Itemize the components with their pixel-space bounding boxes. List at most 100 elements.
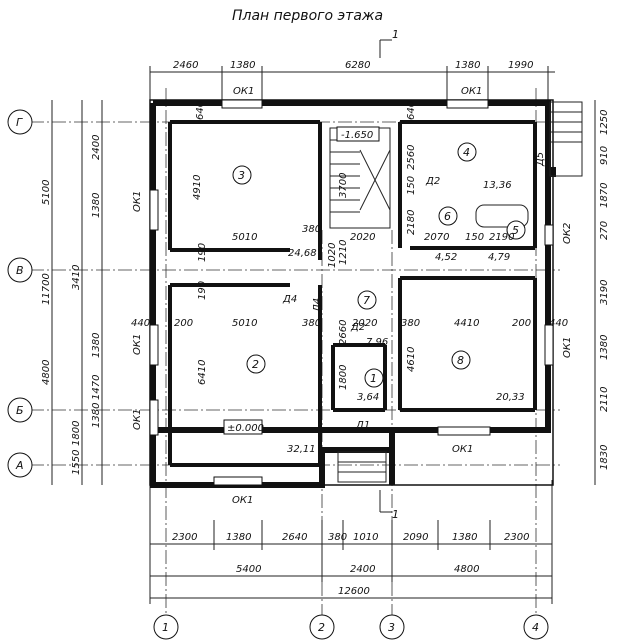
svg-text:4410: 4410 (454, 318, 479, 329)
svg-text:3700: 3700 (338, 173, 349, 198)
svg-text:2: 2 (252, 358, 259, 371)
section-mark-bottom: 1 (379, 490, 399, 521)
svg-text:5010: 5010 (232, 318, 257, 329)
svg-text:1470: 1470 (91, 375, 102, 400)
svg-text:2070: 2070 (424, 232, 449, 243)
svg-text:1210: 1210 (338, 240, 349, 265)
svg-text:2: 2 (318, 621, 325, 634)
svg-text:2300: 2300 (172, 532, 197, 543)
svg-text:4800: 4800 (454, 564, 479, 575)
door-label-d2-hall: Д2 (350, 322, 365, 333)
svg-text:1380: 1380 (91, 193, 102, 218)
svg-text:2110: 2110 (599, 387, 610, 412)
porch-steps (337, 101, 583, 483)
window-label-right: ОК1 (562, 337, 573, 358)
door-label-d4-vertical: Д4 (312, 298, 323, 313)
svg-text:5400: 5400 (236, 564, 261, 575)
svg-text:4610: 4610 (406, 347, 417, 372)
section-mark-top: 1 (379, 28, 399, 58)
svg-text:Г: Г (16, 116, 23, 129)
door-label-d2-room4: Д2 (425, 176, 440, 187)
svg-text:3: 3 (388, 621, 395, 634)
svg-text:270: 270 (599, 221, 610, 240)
axis-marker-4: 4 (523, 614, 549, 640)
svg-text:1380: 1380 (226, 532, 251, 543)
svg-text:190: 190 (197, 281, 208, 300)
svg-text:4910: 4910 (192, 175, 203, 200)
room-5-area: 4,79 (488, 252, 510, 263)
svg-text:150: 150 (465, 232, 484, 243)
svg-text:1380: 1380 (455, 60, 480, 71)
svg-text:7: 7 (363, 294, 370, 307)
svg-text:1380: 1380 (452, 532, 477, 543)
svg-text:1: 1 (392, 28, 399, 41)
svg-text:190: 190 (197, 243, 208, 262)
room-8-area: 20,33 (496, 392, 525, 403)
svg-text:1830: 1830 (599, 445, 610, 470)
svg-text:1: 1 (370, 372, 377, 385)
level-mark-box (223, 419, 263, 435)
svg-text:1380: 1380 (230, 60, 255, 71)
axis-marker-1: 1 (153, 614, 179, 640)
door-label-d5: Д5 (535, 152, 546, 167)
top-dimensions: 2460 1380 6280 1380 1990 (149, 60, 555, 100)
window-label-left-2: ОК1 (132, 334, 143, 355)
bathtub-icon (475, 204, 529, 228)
svg-text:1990: 1990 (508, 60, 533, 71)
svg-text:1380: 1380 (91, 333, 102, 358)
svg-text:2460: 2460 (173, 60, 198, 71)
svg-text:А: А (15, 459, 24, 472)
svg-text:2560: 2560 (406, 145, 417, 170)
svg-text:200: 200 (174, 318, 193, 329)
axis-marker-a: А (7, 452, 33, 478)
window-label-top-right: ОК1 (461, 86, 482, 97)
svg-text:640: 640 (406, 101, 417, 120)
svg-text:2190: 2190 (489, 232, 514, 243)
axis-marker-3: 3 (379, 614, 405, 640)
svg-text:12600: 12600 (338, 586, 370, 597)
door-label-d1: Д1 (355, 420, 370, 431)
level-mark: ±0.000 (227, 423, 264, 434)
svg-text:Б: Б (16, 404, 24, 417)
svg-text:150: 150 (406, 176, 417, 195)
svg-text:1870: 1870 (599, 183, 610, 208)
svg-text:В: В (16, 264, 24, 277)
right-dimensions: 1250 910 1870 270 3190 1380 2110 1830 (594, 100, 610, 485)
svg-text:2400: 2400 (350, 564, 375, 575)
svg-text:2020: 2020 (352, 318, 377, 329)
svg-text:1010: 1010 (353, 532, 378, 543)
svg-text:5010: 5010 (232, 232, 257, 243)
svg-text:440: 440 (131, 318, 150, 329)
svg-text:5100: 5100 (41, 180, 52, 205)
room-7: 7 (357, 290, 377, 310)
room-2: 2 (246, 354, 266, 374)
window-label-bottom-right: ОК1 (452, 444, 473, 455)
room-5: 5 (506, 220, 526, 240)
window-label-bottom: ОК1 (232, 495, 253, 506)
svg-text:440: 440 (549, 318, 568, 329)
hall-area: 24,68 (288, 248, 317, 259)
axis-marker-b: Б (7, 397, 33, 423)
svg-text:2020: 2020 (350, 232, 375, 243)
svg-text:200: 200 (512, 318, 531, 329)
svg-text:4: 4 (532, 621, 539, 634)
svg-text:1380: 1380 (599, 335, 610, 360)
left-dimensions: 5100 11700 4800 3410 2400 1380 1380 1470… (41, 100, 103, 485)
svg-text:380: 380 (302, 224, 321, 235)
stair-level-box (336, 126, 380, 142)
door-label-d4-room2: Д4 (282, 294, 297, 305)
svg-text:11700: 11700 (41, 273, 52, 305)
svg-text:1550: 1550 (71, 450, 82, 475)
svg-text:5: 5 (512, 224, 519, 237)
outer-walls (149, 99, 556, 488)
svg-text:2660: 2660 (338, 320, 349, 345)
svg-text:4800: 4800 (41, 360, 52, 385)
inner-dimensions: 5010 4910 5010 6410 4410 4610 2020 2020 … (131, 101, 568, 390)
stair-level-mark: -1.650 (341, 130, 373, 141)
svg-text:910: 910 (599, 146, 610, 165)
svg-text:1800: 1800 (338, 365, 349, 390)
room-4: 4 (457, 142, 477, 162)
svg-text:2640: 2640 (282, 532, 307, 543)
svg-text:1250: 1250 (599, 110, 610, 135)
